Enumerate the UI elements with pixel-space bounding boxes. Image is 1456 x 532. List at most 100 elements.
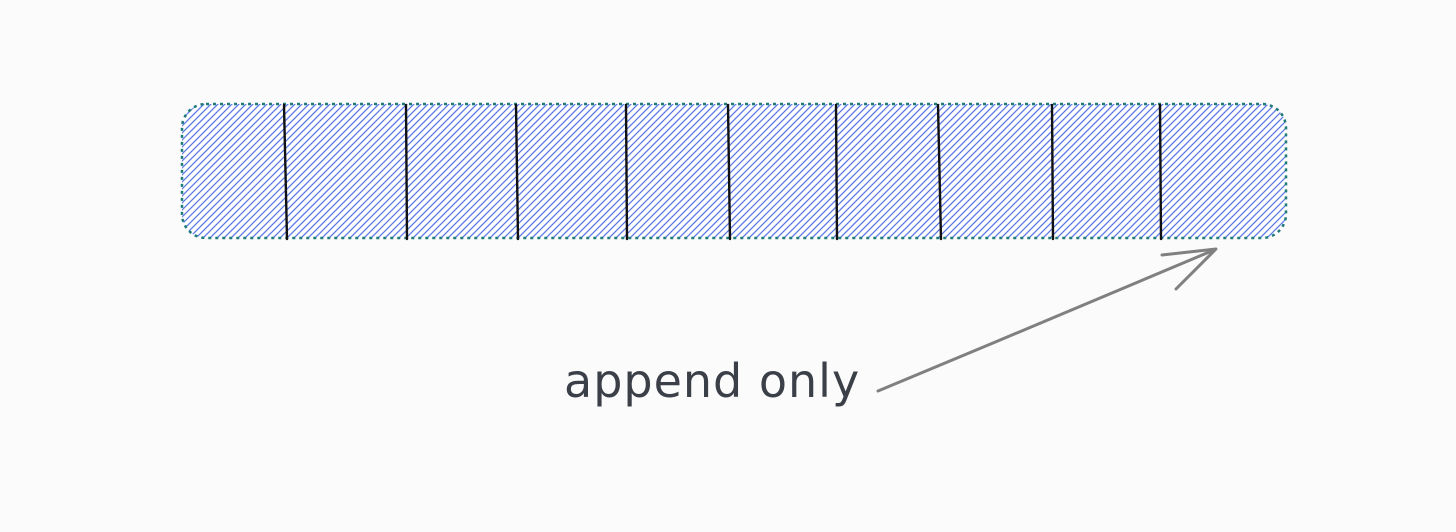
hatch-stroke: [182, 104, 265, 238]
hatch-stroke: [1143, 104, 1286, 238]
hatch-stroke: [618, 104, 762, 238]
hatch-stroke: [182, 104, 286, 238]
hatch-stroke: [653, 104, 797, 238]
hatch-stroke: [919, 104, 1063, 238]
hatch-stroke: [751, 104, 895, 238]
hatch-stroke: [373, 104, 517, 238]
hatch-stroke: [821, 104, 965, 238]
hatch-stroke: [359, 104, 503, 238]
hatch-stroke: [975, 104, 1119, 238]
hatch-stroke: [954, 104, 1098, 238]
hatch-stroke: [205, 104, 349, 238]
hatch-stroke: [198, 104, 342, 238]
hatch-stroke: [597, 104, 741, 238]
hatch-stroke: [520, 104, 664, 238]
hatch-stroke: [891, 104, 1035, 238]
hatch-stroke: [961, 104, 1105, 238]
hatch-stroke: [296, 104, 440, 238]
hatch-stroke: [723, 104, 867, 238]
hatch-stroke: [415, 104, 559, 238]
segment-divider: [404, 103, 409, 241]
hatch-stroke: [1248, 104, 1286, 238]
hatch-stroke: [709, 104, 853, 238]
hatch-stroke: [1206, 104, 1286, 238]
hatch-stroke: [842, 104, 986, 238]
hatch-stroke: [471, 104, 615, 238]
hatch-stroke: [996, 104, 1140, 238]
hatch-stroke: [611, 104, 755, 238]
hatch-stroke: [548, 104, 692, 238]
hatch-stroke: [569, 104, 713, 238]
hatch-stroke: [562, 104, 706, 238]
hatch-stroke: [800, 104, 944, 238]
hatch-stroke: [1059, 104, 1203, 238]
hatch-stroke: [1073, 104, 1217, 238]
hatch-stroke: [786, 104, 930, 238]
hatch-stroke: [408, 104, 552, 238]
hatch-stroke: [485, 104, 629, 238]
hatch-stroke: [1003, 104, 1147, 238]
hatch-stroke: [870, 104, 1014, 238]
hatch-stroke: [380, 104, 524, 238]
hatch-stroke: [758, 104, 902, 238]
hatch-stroke: [639, 104, 783, 238]
hatch-stroke: [182, 104, 272, 238]
hatch-stroke: [912, 104, 1056, 238]
hatch-stroke: [182, 104, 251, 238]
hatch-stroke: [744, 104, 888, 238]
append-arrow-head: [1160, 247, 1218, 291]
hatch-stroke: [345, 104, 489, 238]
segment-divider: [1050, 103, 1055, 241]
hatch-stroke: [1115, 104, 1259, 238]
hatch-stroke: [182, 104, 293, 238]
hatch-stroke: [849, 104, 993, 238]
segment-divider: [514, 103, 520, 241]
hatch-stroke: [926, 104, 1070, 238]
hatch-stroke: [1017, 104, 1161, 238]
hatch-stroke: [182, 104, 230, 238]
hatch-stroke: [422, 104, 566, 238]
hatch-stroke: [247, 104, 391, 238]
hatch-stroke: [310, 104, 454, 238]
hatch-stroke: [182, 104, 195, 238]
hatch-stroke: [1066, 104, 1210, 238]
hatch-stroke: [1157, 104, 1286, 238]
hatch-stroke: [576, 104, 720, 238]
log-bar: [180, 102, 1288, 241]
hatch-stroke: [1283, 104, 1286, 238]
hatch-stroke: [182, 104, 321, 238]
hatch-stroke: [317, 104, 461, 238]
hatch-stroke: [182, 104, 188, 238]
hatch-stroke: [233, 104, 377, 238]
hatch-stroke: [1220, 104, 1286, 238]
hatch-stroke: [457, 104, 601, 238]
hatch-stroke: [590, 104, 734, 238]
hatch-stroke: [450, 104, 594, 238]
hatch-stroke: [660, 104, 804, 238]
hatch-stroke: [182, 104, 279, 238]
hatch-stroke: [182, 104, 258, 238]
hatch-stroke: [182, 104, 244, 238]
hatch-stroke: [191, 104, 335, 238]
hatch-stroke: [1192, 104, 1286, 238]
append-arrow-shaft: [876, 248, 1216, 393]
hatch-stroke: [443, 104, 587, 238]
hatch-stroke: [688, 104, 832, 238]
log-bar-outline: [180, 102, 1288, 240]
hatch-stroke: [905, 104, 1049, 238]
hatch-stroke: [387, 104, 531, 238]
hatch-stroke: [772, 104, 916, 238]
hatch-stroke: [898, 104, 1042, 238]
hatch-stroke: [1122, 104, 1266, 238]
hatch-stroke: [401, 104, 545, 238]
hatch-stroke: [352, 104, 496, 238]
hatch-stroke: [737, 104, 881, 238]
hatch-stroke: [1171, 104, 1286, 238]
hatch-stroke: [1241, 104, 1286, 238]
hatch-stroke: [182, 104, 216, 238]
segment-divider: [834, 103, 839, 241]
hatch-stroke: [331, 104, 475, 238]
hatch-stroke: [184, 104, 328, 238]
segment-divider: [1158, 103, 1163, 241]
hatch-stroke: [856, 104, 1000, 238]
